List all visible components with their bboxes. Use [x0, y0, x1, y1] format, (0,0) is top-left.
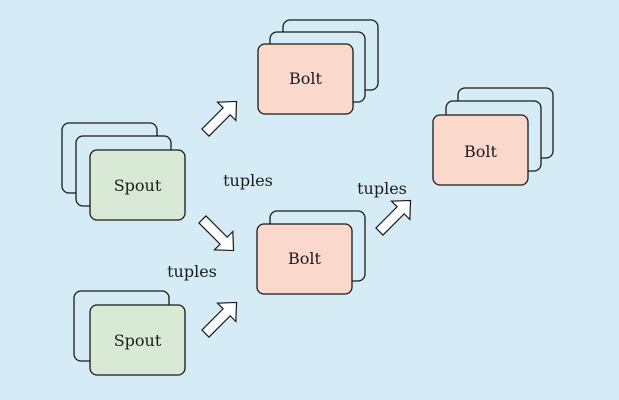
spout-top-label: Spout: [114, 176, 162, 195]
bolt-right-label: Bolt: [464, 142, 498, 161]
bolt-middle-box: [256, 223, 353, 295]
arrow-spout-bottom-to-bolt-middle: [201, 301, 238, 338]
bolt-top-box: [257, 43, 354, 115]
spout-bottom-box: [89, 304, 186, 376]
spout-bottom-node: Spout: [73, 290, 186, 376]
spout-top-box: [89, 149, 186, 221]
arrow-bolt-middle-to-bolt-right: [375, 199, 412, 236]
edge-label-right: tuples: [357, 179, 407, 198]
bolt-middle-node: Bolt: [256, 210, 366, 295]
bolt-top-label: Bolt: [289, 69, 323, 88]
edge-label-lower: tuples: [167, 262, 217, 281]
arrow-spout-top-to-bolt-middle: [198, 215, 235, 252]
bolt-middle-label: Bolt: [288, 249, 322, 268]
arrow-spout-top-to-bolt-top: [201, 100, 238, 137]
edge-label-upper: tuples: [223, 171, 273, 190]
bolt-top-node: Bolt: [257, 19, 379, 115]
spout-bottom-label: Spout: [114, 331, 162, 350]
bolt-right-box: [432, 114, 529, 186]
spout-top-node: Spout: [61, 122, 186, 221]
bolt-right-node: Bolt: [432, 87, 554, 186]
